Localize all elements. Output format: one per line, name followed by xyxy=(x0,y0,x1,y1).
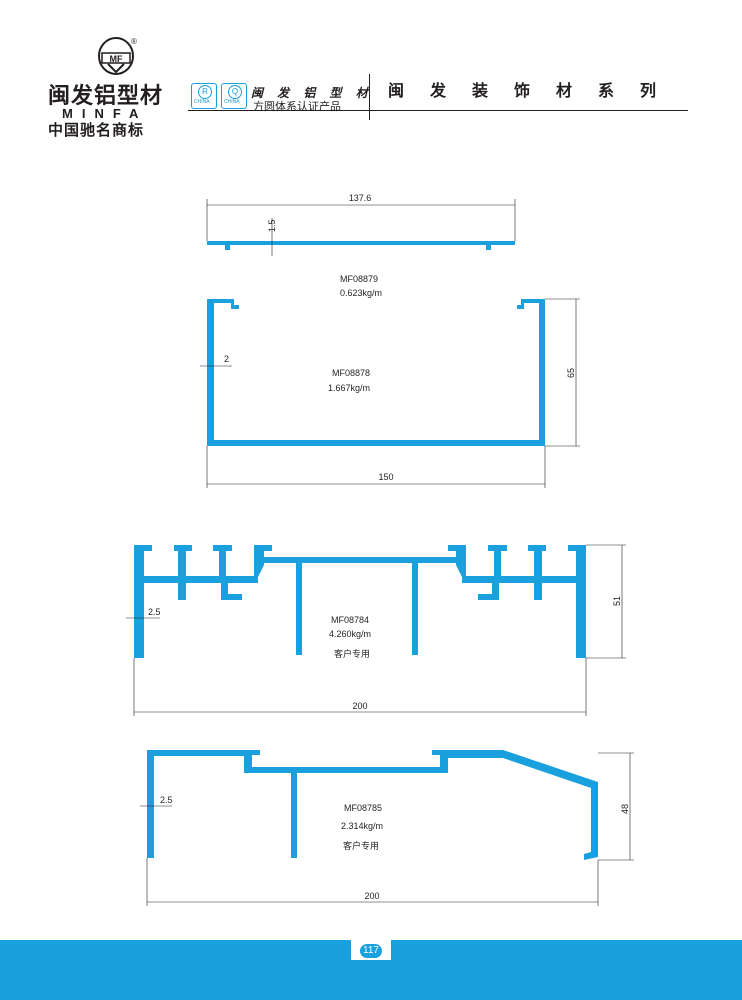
profile-mf08878-shape xyxy=(207,299,545,446)
profile-mf08784-shape-web xyxy=(262,557,456,655)
brand-name-en: MINFA xyxy=(62,106,148,121)
profile-drawings: 137.6 1.5 MF08879 0.623kg/m 2 65 150 MF0… xyxy=(126,193,634,906)
profile-mf08785-note: 客户专用 xyxy=(343,840,379,851)
registered-mark: ® xyxy=(131,37,137,46)
header-divider xyxy=(188,110,688,111)
header: MF ® 闽发铝型材 MINFA 中国驰名商标 R CHINA Q CHINA … xyxy=(0,0,742,140)
profile-mf08784: 2.5 51 200 MF08784 4.260kg/m 客户专用 xyxy=(126,544,626,716)
profile-mf08785-code: MF08785 xyxy=(344,803,382,813)
cert-badge-r: R CHINA xyxy=(191,83,217,109)
dim-mf08784 xyxy=(126,544,626,716)
dim-mf08785 xyxy=(140,752,634,906)
profile-mf08784-weight: 4.260kg/m xyxy=(329,629,371,639)
profile-mf08879: 137.6 1.5 MF08879 0.623kg/m xyxy=(206,193,516,298)
cert-badge-q-caption: CHINA xyxy=(224,99,240,105)
brand-name-cn: 闽发铝型材 xyxy=(48,83,164,109)
profile-mf08784-code: MF08784 xyxy=(331,615,369,625)
cert-title: 闽 发 铝 型 材 xyxy=(251,86,373,100)
logo-monogram: MF xyxy=(110,54,123,64)
dim-mf08878-height-label: 65 xyxy=(566,368,576,378)
cert-badge-q-letter: Q xyxy=(228,85,242,99)
profile-mf08878: 2 65 150 MF08878 1.667kg/m xyxy=(200,298,580,488)
dim-mf08784-width-label: 200 xyxy=(352,701,367,711)
dim-mf08879-width xyxy=(206,199,516,256)
profile-mf08879-weight: 0.623kg/m xyxy=(340,288,382,298)
profile-mf08878-weight: 1.667kg/m xyxy=(328,383,370,393)
dim-mf08785-wall-label: 2.5 xyxy=(160,795,173,805)
profile-mf08784-shape-right xyxy=(448,545,586,658)
dim-mf08878 xyxy=(200,298,580,488)
profile-mf08878-code: MF08878 xyxy=(332,368,370,378)
dim-mf08785-height-label: 48 xyxy=(620,804,630,814)
cert-subtitle: 方圆体系认证产品 xyxy=(253,100,341,113)
profile-mf08785: 2.5 48 200 MF08785 2.314kg/m 客户专用 xyxy=(140,750,634,906)
profile-mf08879-shape xyxy=(207,241,515,250)
dim-mf08784-height-label: 51 xyxy=(612,596,622,606)
dim-mf08878-wall-label: 2 xyxy=(224,354,229,364)
dim-mf08879-width-label: 137.6 xyxy=(349,193,372,203)
series-title: 闽发装饰材系列 xyxy=(388,81,683,100)
page-number: 117 xyxy=(360,944,382,958)
brand-slogan: 中国驰名商标 xyxy=(48,121,145,139)
profile-mf08784-shape-left xyxy=(134,545,272,658)
profile-mf08784-note: 客户专用 xyxy=(334,648,370,659)
dim-mf08879-thickness-label: 1.5 xyxy=(267,219,277,232)
profile-mf08879-code: MF08879 xyxy=(340,274,378,284)
brand-logo: MF ® xyxy=(98,37,137,75)
profile-mf08785-shape xyxy=(147,750,598,860)
dim-mf08785-width-label: 200 xyxy=(364,891,379,901)
header-vertical-rule xyxy=(369,74,370,120)
cert-badge-r-caption: CHINA xyxy=(194,99,210,105)
cert-badge-r-letter: R xyxy=(198,85,212,99)
profile-mf08785-weight: 2.314kg/m xyxy=(341,821,383,831)
cert-badge-q: Q CHINA xyxy=(221,83,247,109)
dim-mf08878-width-label: 150 xyxy=(378,472,393,482)
dim-mf08784-wall-label: 2.5 xyxy=(148,607,161,617)
